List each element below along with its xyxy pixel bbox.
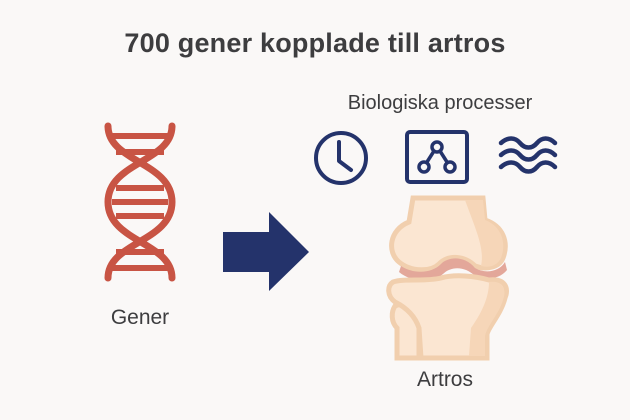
knee-joint-icon: [386, 195, 509, 361]
network-icon: [405, 130, 469, 184]
biological-processes-header: Biologiska processer: [347, 92, 533, 114]
arrow-right-icon: [223, 212, 309, 291]
dna-icon: [104, 122, 176, 282]
page-title: 700 gener kopplade till artros: [124, 28, 506, 58]
waves-icon: [498, 136, 558, 174]
osteoarthritis-label: Artros: [416, 368, 473, 391]
genes-label: Gener: [110, 306, 170, 329]
clock-icon: [314, 131, 368, 185]
